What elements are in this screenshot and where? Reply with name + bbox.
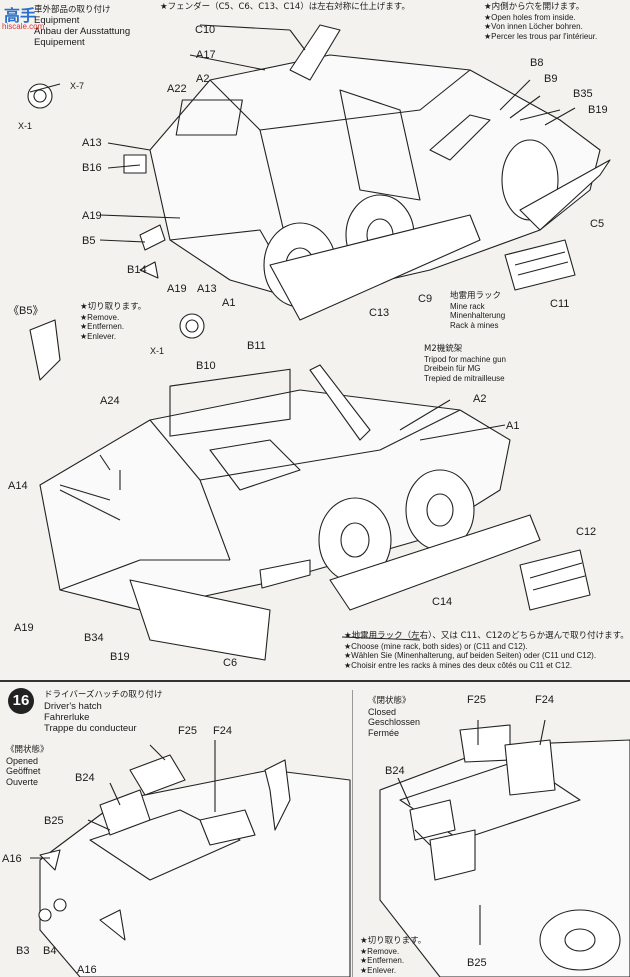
- part-label: F25: [178, 725, 197, 737]
- part-label: C9: [418, 293, 433, 305]
- part-label: A16: [2, 853, 22, 865]
- part-label: B8: [530, 57, 544, 69]
- part-label: B14: [127, 264, 147, 276]
- part-label: C10: [195, 24, 216, 36]
- part-label: A14: [8, 480, 28, 492]
- part-label: B25: [467, 957, 487, 969]
- part-label: B34: [84, 632, 104, 644]
- step-number-badge: 16: [8, 688, 34, 714]
- part-label: X-7: [70, 81, 85, 91]
- part-label: A2: [473, 393, 487, 405]
- part-label: C11: [550, 298, 570, 310]
- b5-cut-note: ★切り取ります。 ★Remove. ★Entfernen. ★Enlever.: [80, 302, 147, 341]
- part-label: A24: [100, 395, 120, 407]
- part-label: A19: [167, 283, 187, 295]
- section-divider: [0, 680, 630, 682]
- watermark-logo: 高手 hiscale.com: [0, 0, 62, 34]
- part-label: B9: [544, 73, 558, 85]
- part-label: A19: [14, 622, 34, 634]
- logo-url: hiscale.com: [2, 22, 45, 31]
- part-label: X-1: [150, 346, 165, 356]
- part-label: B24: [385, 765, 405, 777]
- part-label: C13: [369, 307, 390, 319]
- part-label: A2: [196, 73, 210, 85]
- choose-note: ★地雷用ラック（左右）、又は C11、C12のどちらか選んで取り付けます。 ★C…: [344, 631, 629, 670]
- step16-cut-note: ★切り取ります。 ★Remove. ★Entfernen. ★Enlever.: [360, 936, 427, 975]
- part-label: A1: [222, 297, 236, 309]
- step16-split: [352, 690, 353, 977]
- part-label: C6: [223, 657, 238, 669]
- holes-note: ★内側から穴を開けます。 ★Open holes from inside. ★V…: [484, 2, 598, 41]
- part-label: A13: [197, 283, 217, 295]
- fender-note: ★フェンダー（C5、C6、C13、C14）は左右対称に仕上げます。: [160, 2, 410, 12]
- step16-title-jp: ドライバーズハッチの取り付け: [44, 690, 163, 700]
- part-label: B25: [44, 815, 64, 827]
- mine-rack-note: 地雷用ラック Mine rack Minenhalterung Rack à m…: [450, 291, 506, 330]
- part-label: C14: [432, 596, 453, 608]
- part-label: B3: [16, 945, 30, 957]
- part-label: A13: [82, 137, 102, 149]
- part-label: B4: [43, 945, 57, 957]
- step15-title-jp: 車外部品の取り付け: [34, 5, 111, 15]
- part-label: C12: [576, 526, 597, 538]
- part-label: B19: [110, 651, 130, 663]
- part-label: C5: [590, 218, 605, 230]
- part-label: B11: [247, 340, 266, 352]
- opened-label: 《開状態》 Opened Geöffnet Ouverte: [6, 745, 49, 787]
- step15-title-en: Equipment Anbau der Ausstattung Equipeme…: [34, 15, 131, 48]
- part-label: A16: [77, 964, 97, 976]
- part-label: F25: [467, 694, 486, 706]
- part-label: A1: [506, 420, 520, 432]
- part-label: A17: [196, 49, 216, 61]
- part-label: A19: [82, 210, 102, 222]
- step16-title-en: Driver's hatch Fahrerluke Trappe du cond…: [44, 701, 137, 734]
- part-label: B19: [588, 104, 608, 116]
- b5-inset-label: 《B5》: [8, 305, 44, 317]
- part-label: A22: [167, 83, 187, 95]
- part-label: B24: [75, 772, 95, 784]
- closed-label: 《閉状態》 Closed Geschlossen Fermée: [368, 696, 421, 738]
- tripod-note: M2機銃架 Tripod for machine gun Dreibein fü…: [424, 344, 506, 383]
- part-label: X-1: [18, 121, 33, 131]
- part-label: B10: [196, 360, 216, 372]
- part-label: B5: [82, 235, 96, 247]
- part-label: B35: [573, 88, 593, 100]
- part-label: B16: [82, 162, 102, 174]
- logo-text: 高手: [4, 6, 37, 25]
- part-label: F24: [213, 725, 232, 737]
- part-label: F24: [535, 694, 554, 706]
